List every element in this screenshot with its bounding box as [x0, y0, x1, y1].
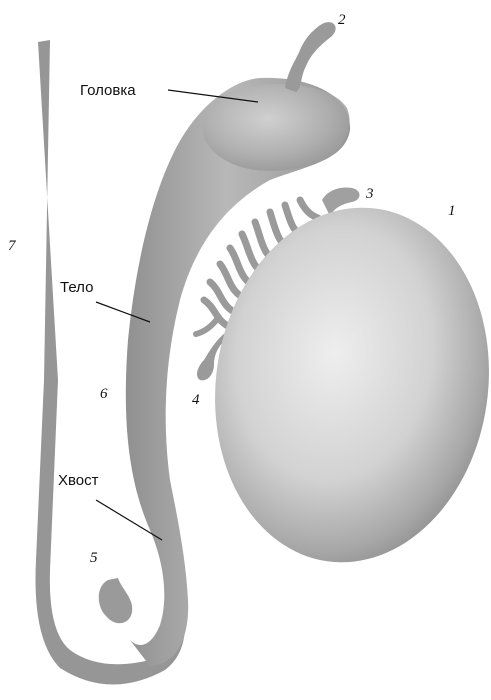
- number-5: 5: [90, 550, 98, 566]
- number-7: 7: [8, 238, 17, 254]
- number-2: 2: [338, 12, 346, 28]
- number-6: 6: [100, 386, 108, 402]
- label-head: Головка: [80, 82, 136, 99]
- testis: [193, 190, 491, 580]
- aberrant-ductule-upper: [196, 318, 218, 334]
- label-body: Тело: [60, 279, 93, 296]
- tail-appendix: [99, 578, 132, 623]
- number-1: 1: [448, 203, 456, 219]
- label-tail: Хвост: [58, 472, 99, 489]
- number-4: 4: [192, 392, 200, 408]
- number-3: 3: [365, 186, 374, 202]
- appendix-epididymis: [285, 22, 336, 92]
